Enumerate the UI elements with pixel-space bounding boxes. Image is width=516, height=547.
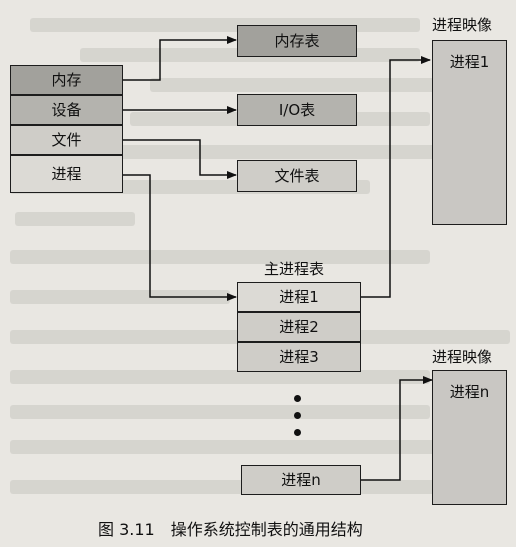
process-image-title-bottom: 进程映像 [432, 348, 493, 366]
control-item-file: 文件 [10, 125, 123, 155]
control-item-memory: 内存 [10, 65, 123, 95]
memory-table: 内存表 [237, 25, 357, 57]
ellipsis-dot [294, 429, 301, 436]
ellipsis-dot [294, 412, 301, 419]
process-row-2: 进程2 [237, 312, 361, 342]
process-row-3: 进程3 [237, 342, 361, 372]
process-row-n: 进程n [241, 465, 361, 495]
process-image-top: 进程1 [432, 40, 507, 225]
process-image-bottom: 进程n [432, 370, 507, 505]
control-item-process: 进程 [10, 155, 123, 193]
file-table: 文件表 [237, 160, 357, 192]
control-item-device: 设备 [10, 95, 123, 125]
ellipsis-dot [294, 395, 301, 402]
io-table: I/O表 [237, 94, 357, 126]
figure-caption: 图 3.11 操作系统控制表的通用结构 [98, 520, 363, 539]
process-row-1: 进程1 [237, 282, 361, 312]
main-process-table-title: 主进程表 [264, 260, 325, 278]
process-image-title-top: 进程映像 [432, 16, 493, 34]
